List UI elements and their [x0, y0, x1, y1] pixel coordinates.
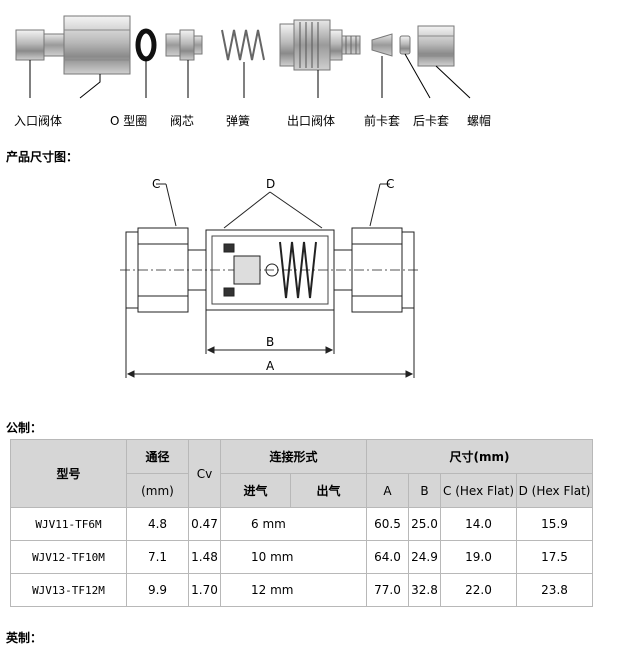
header-inlet: 进气: [220, 473, 291, 508]
header-connection: 连接形式: [219, 439, 368, 474]
header-outlet: 出气: [289, 473, 368, 508]
cell-a: 60.5: [366, 507, 410, 541]
o-ring-part: [135, 28, 157, 62]
cell-b: 25.0: [408, 507, 442, 541]
exploded-view: 入口阀体 O 型圈 阀芯 弹簧 出口阀体 前卡套 后卡套 螺帽: [0, 0, 636, 140]
cell-bore: 9.9: [126, 573, 189, 607]
cell-connection: 6 mm: [219, 507, 368, 541]
cell-bore: 4.8: [126, 507, 189, 541]
dim-label-c-right: C: [386, 177, 394, 191]
front-ferrule-part: [371, 33, 393, 57]
cell-b: 32.8: [408, 573, 442, 607]
cell-model: WJV11-TF6M: [10, 507, 127, 541]
header-bore: 通径: [126, 439, 189, 474]
cell-cv: 1.70: [188, 573, 221, 607]
cell-model: WJV12-TF10M: [10, 540, 127, 574]
part-label-valve-core: 阀芯: [170, 114, 195, 128]
table-row: WJV13-TF12M 9.9 1.70 12 mm 77.0 32.8 22.…: [10, 573, 594, 607]
imperial-section-title: 英制：: [6, 631, 43, 645]
cell-d: 15.9: [516, 507, 594, 541]
cell-b: 24.9: [408, 540, 442, 574]
outlet-body-part: [279, 19, 361, 71]
dim-label-a: A: [266, 359, 275, 373]
header-model: 型号: [10, 439, 127, 508]
part-label-o-ring: O 型圈: [110, 114, 148, 128]
dim-label-c-left: C: [152, 177, 160, 191]
nut-part: [417, 25, 455, 67]
back-ferrule-part: [399, 35, 411, 55]
dimensions-section-title: 产品尺寸图：: [6, 150, 79, 164]
cell-a: 64.0: [366, 540, 410, 574]
cell-model: WJV13-TF12M: [10, 573, 127, 607]
header-d: D (Hex Flat): [516, 473, 594, 508]
cell-c: 22.0: [440, 573, 518, 607]
metric-section-title: 公制：: [6, 421, 43, 435]
cell-d: 23.8: [516, 573, 594, 607]
part-label-front-ferrule: 前卡套: [364, 114, 401, 128]
dim-label-b: B: [266, 335, 274, 349]
cell-cv: 0.47: [188, 507, 221, 541]
cell-connection: 10 mm: [219, 540, 368, 574]
valve-core-part: [165, 29, 203, 61]
cell-d: 17.5: [516, 540, 594, 574]
metric-spec-table: 型号 通径 Cv 连接形式 尺寸(mm) (mm) 进气 出气 A B C (H…: [10, 439, 594, 607]
part-label-inlet-body: 入口阀体: [14, 114, 63, 128]
part-label-outlet-body: 出口阀体: [287, 114, 336, 128]
leader-lines: [29, 53, 471, 99]
part-label-back-ferrule: 后卡套: [413, 114, 450, 128]
cell-bore: 7.1: [126, 540, 189, 574]
spring-part: [221, 29, 265, 61]
exploded-parts-illustration: [15, 15, 471, 99]
header-bore-unit: (mm): [126, 473, 189, 508]
inlet-body-part: [15, 15, 131, 75]
cell-cv: 1.48: [188, 540, 221, 574]
header-c: C (Hex Flat): [440, 473, 518, 508]
cell-c: 19.0: [440, 540, 518, 574]
cell-c: 14.0: [440, 507, 518, 541]
table-row: WJV12-TF10M 7.1 1.48 10 mm 64.0 24.9 19.…: [10, 540, 594, 574]
header-b: B: [408, 473, 442, 508]
part-label-nut: 螺帽: [467, 114, 492, 128]
cell-a: 77.0: [366, 573, 410, 607]
dim-label-d: D: [266, 177, 275, 191]
table-row: WJV11-TF6M 4.8 0.47 6 mm 60.5 25.0 14.0 …: [10, 507, 594, 541]
header-cv: Cv: [188, 439, 221, 508]
cell-connection: 12 mm: [219, 573, 368, 607]
header-size: 尺寸(mm): [366, 439, 594, 474]
header-a: A: [366, 473, 410, 508]
part-label-spring: 弹簧: [226, 114, 251, 128]
dimension-drawing: C C D B A: [120, 177, 418, 378]
